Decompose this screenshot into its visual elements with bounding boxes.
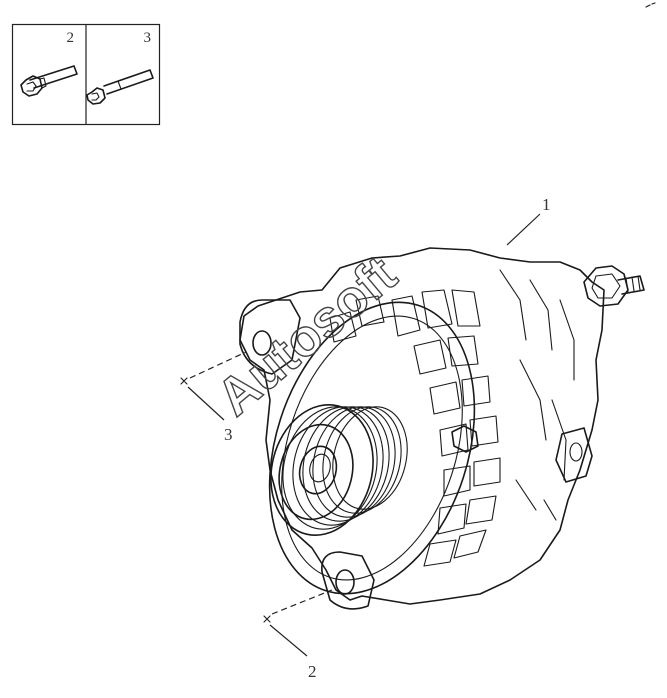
callout-2-label: 2: [308, 662, 317, 681]
alternator-drawing: [239, 247, 645, 610]
upper-mount-hole: [252, 330, 272, 356]
callout-2: 2: [263, 589, 333, 681]
corner-mark: [645, 2, 656, 8]
lower-mount-hole: [335, 569, 355, 595]
frame-nut: [451, 425, 479, 453]
callout-3-label: 3: [224, 425, 233, 444]
bolt-short-icon: [20, 65, 78, 97]
pulley: [270, 404, 408, 536]
cooling-fins: [329, 289, 501, 567]
callout-1-label: 1: [542, 195, 551, 214]
mount-point-2-icon: [263, 615, 271, 623]
mount-point-3-icon: [180, 377, 188, 385]
upper-mount-ear: [239, 299, 301, 375]
front-frame: [268, 301, 476, 595]
rear-ribs: [499, 269, 575, 521]
legend-number-2: 2: [67, 30, 75, 46]
legend-number-3: 3: [144, 30, 152, 46]
callout-1: 1: [506, 195, 551, 246]
bolt-long-icon: [86, 69, 154, 105]
lower-mount-ear: [321, 551, 375, 610]
parts-legend: 2 3: [11, 23, 161, 126]
terminal-stud-icon: [583, 265, 645, 307]
pulley-hub: [298, 445, 338, 495]
alternator-housing: [239, 247, 605, 605]
callout-3: 3: [180, 351, 247, 444]
watermark: Autosoft: [206, 245, 407, 427]
side-connector: [555, 427, 593, 483]
